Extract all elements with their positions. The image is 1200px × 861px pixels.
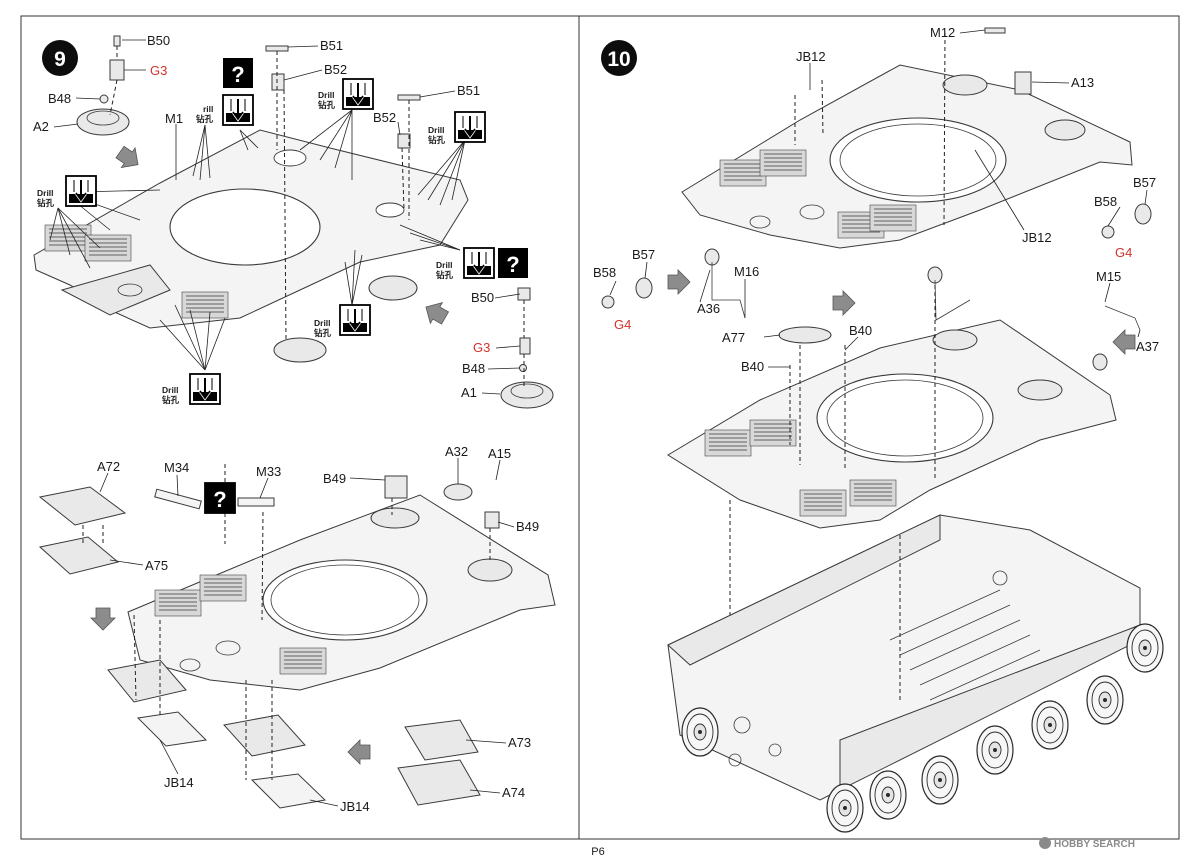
drill-label-cn: 钻孔 bbox=[162, 395, 180, 405]
part-label-g4: G4 bbox=[1115, 245, 1132, 260]
drill-icon-4 bbox=[454, 111, 486, 143]
svg-text:?: ? bbox=[506, 252, 519, 277]
hatch-a2 bbox=[76, 108, 130, 136]
turret-ring-opening bbox=[169, 188, 321, 266]
drill-label: rill bbox=[203, 104, 213, 114]
part-label-a32: A32 bbox=[445, 444, 468, 459]
part-label-m15: M15 bbox=[1096, 269, 1121, 284]
part-label-g4: G4 bbox=[614, 317, 631, 332]
drill-icon-5 bbox=[463, 247, 495, 279]
step-9-number: 9 bbox=[54, 48, 66, 71]
part-label-a36: A36 bbox=[697, 301, 720, 316]
step-9-sub-assembly: ? A72 M34 M33 A75 B49 A32 A15 B49 A73 A7… bbox=[38, 444, 556, 814]
step-10-badge bbox=[601, 40, 637, 76]
part-label-b48: B48 bbox=[462, 361, 485, 376]
direction-arrow bbox=[667, 269, 691, 295]
part-label-a37: A37 bbox=[1136, 339, 1159, 354]
drill-label: Drill bbox=[428, 125, 445, 135]
part-label-a1: A1 bbox=[461, 385, 477, 400]
part-label-jb12: JB12 bbox=[796, 49, 826, 64]
part-label-g3: G3 bbox=[473, 340, 490, 355]
drill-icon-7 bbox=[189, 373, 221, 405]
direction-arrow bbox=[112, 141, 146, 175]
part-label-g3: G3 bbox=[150, 63, 167, 78]
svg-text:?: ? bbox=[213, 487, 226, 512]
direction-arrow bbox=[90, 607, 116, 631]
part-g3-top bbox=[109, 59, 125, 81]
part-label-b57: B57 bbox=[1133, 175, 1156, 190]
grille-a73 bbox=[404, 719, 479, 761]
grille-a75 bbox=[38, 536, 120, 575]
drill-label-cn: 钻孔 bbox=[436, 270, 454, 280]
part-label-m33: M33 bbox=[256, 464, 281, 479]
part-label-b57: B57 bbox=[632, 247, 655, 262]
hatch-a1 bbox=[500, 381, 554, 409]
part-label-jb14: JB14 bbox=[340, 799, 370, 814]
direction-arrow bbox=[419, 296, 452, 329]
part-label-a77: A77 bbox=[722, 330, 745, 345]
step-10-number: 10 bbox=[607, 48, 630, 71]
drill-label-cn: 钻孔 bbox=[314, 328, 332, 338]
part-label-a15: A15 bbox=[488, 446, 511, 461]
drill-label: Drill bbox=[162, 385, 179, 395]
part-a77 bbox=[778, 326, 832, 344]
part-label-b50: B50 bbox=[471, 290, 494, 305]
part-label-jb12: JB12 bbox=[1022, 230, 1052, 245]
drill-label: Drill bbox=[318, 90, 335, 100]
grille-a74 bbox=[397, 759, 481, 806]
part-label-b49: B49 bbox=[323, 471, 346, 486]
part-label-b58: B58 bbox=[1094, 194, 1117, 209]
part-label-a75: A75 bbox=[145, 558, 168, 573]
drill-label-cn: 钻孔 bbox=[428, 135, 446, 145]
drill-label: Drill bbox=[436, 260, 453, 270]
part-label-m12: M12 bbox=[930, 25, 955, 40]
part-label-m34: M34 bbox=[164, 460, 189, 475]
direction-arrow bbox=[1112, 329, 1136, 355]
part-label-a72: A72 bbox=[97, 459, 120, 474]
part-label-b51: B51 bbox=[457, 83, 480, 98]
drill-icon-2 bbox=[222, 94, 254, 126]
part-label-a2: A2 bbox=[33, 119, 49, 134]
drill-icon-3 bbox=[342, 78, 374, 110]
part-label-a73: A73 bbox=[508, 735, 531, 750]
part-label-b58: B58 bbox=[593, 265, 616, 280]
drill-label-cn: 钻孔 bbox=[37, 198, 55, 208]
page-number: P6 bbox=[591, 846, 604, 858]
drill-label: Drill bbox=[37, 188, 54, 198]
part-label-b49: B49 bbox=[516, 519, 539, 534]
part-label-a13: A13 bbox=[1071, 75, 1094, 90]
drill-label-cn: 钻孔 bbox=[196, 114, 214, 124]
part-label-b50: B50 bbox=[147, 33, 170, 48]
drill-icon-6 bbox=[339, 304, 371, 336]
watermark: HOBBY SEARCH bbox=[1039, 837, 1135, 850]
step-9-section: 9 bbox=[33, 33, 554, 409]
part-label-b48: B48 bbox=[48, 91, 71, 106]
direction-arrow bbox=[832, 290, 856, 316]
drill-icon-1 bbox=[65, 175, 97, 207]
part-label-b52: B52 bbox=[373, 110, 396, 125]
drill-label-cn: 钻孔 bbox=[318, 100, 336, 110]
step-9-badge bbox=[42, 40, 78, 76]
drill-label: Drill bbox=[314, 318, 331, 328]
direction-arrow bbox=[347, 739, 371, 765]
part-label-m16: M16 bbox=[734, 264, 759, 279]
svg-text:?: ? bbox=[231, 62, 244, 87]
step-10-section: 10 bbox=[593, 25, 1164, 833]
page-frame bbox=[20, 15, 1180, 840]
watermark-text: HOBBY SEARCH bbox=[1054, 839, 1135, 850]
part-label-b40: B40 bbox=[849, 323, 872, 338]
part-label-b52: B52 bbox=[324, 62, 347, 77]
part-label-m1: M1 bbox=[165, 111, 183, 126]
part-label-b40: B40 bbox=[741, 359, 764, 374]
part-label-b51: B51 bbox=[320, 38, 343, 53]
grille-a72 bbox=[38, 486, 127, 526]
part-label-jb14: JB14 bbox=[164, 775, 194, 790]
part-label-a74: A74 bbox=[502, 785, 525, 800]
